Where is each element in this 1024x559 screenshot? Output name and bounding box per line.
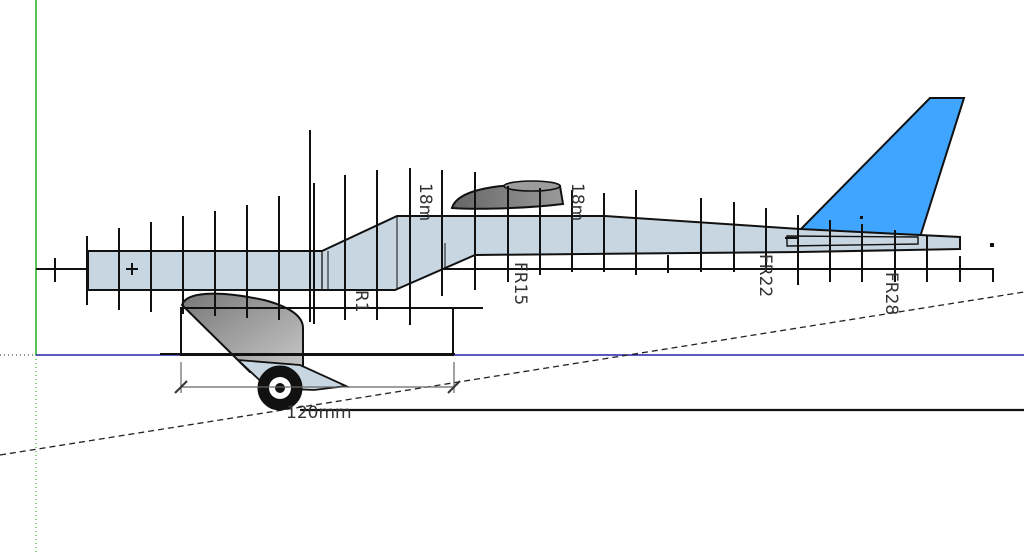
guide-point — [990, 243, 994, 247]
gear-dimension-label: 120mm — [286, 403, 352, 423]
canopy-hatch — [503, 180, 561, 192]
crosshair-icon — [126, 263, 138, 275]
frame-label-fr15: FR15 — [510, 262, 530, 305]
wing-section[interactable] — [180, 292, 304, 373]
frame-label-partial: R1 — [351, 290, 371, 313]
dim-tick-left — [174, 380, 188, 394]
frame-label-fr28: FR28 — [881, 272, 901, 315]
wheel-axle — [275, 383, 285, 393]
dim-tick-right — [447, 380, 461, 394]
tail-boom-plate — [786, 235, 919, 247]
frame-label-fr22: FR22 — [755, 254, 775, 297]
incidence-guide-line — [0, 291, 1024, 456]
guide-point — [860, 216, 863, 219]
dimension-label-front: 18m — [415, 183, 435, 221]
frame-stations — [54, 130, 994, 325]
dimension-label-rear: 18m — [567, 183, 587, 221]
tail-fin[interactable] — [797, 97, 966, 239]
